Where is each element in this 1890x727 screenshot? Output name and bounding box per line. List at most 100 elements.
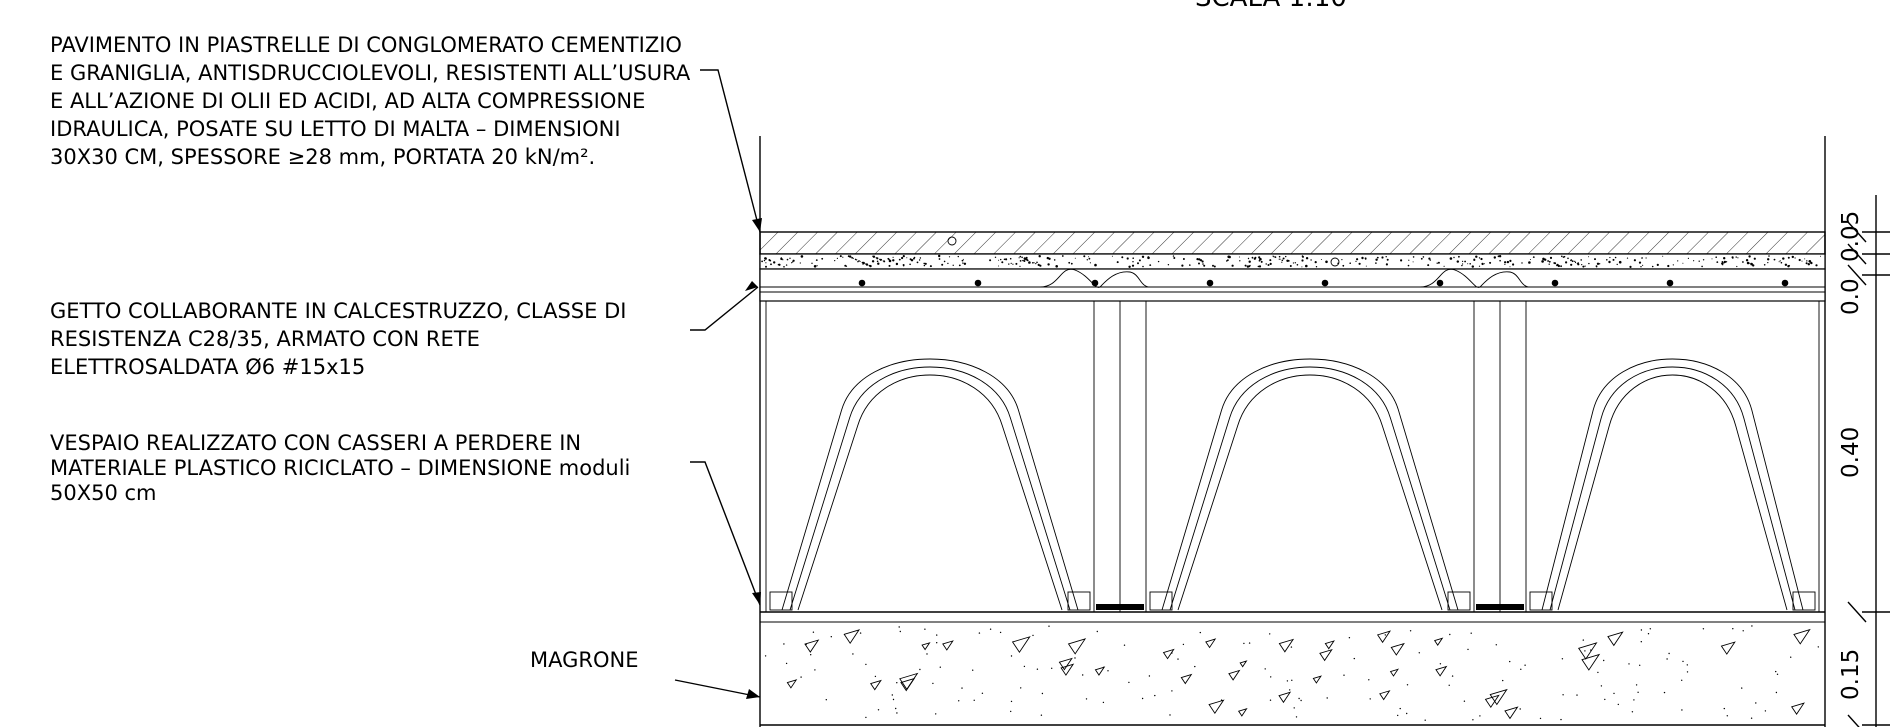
aggregate-speck — [1741, 687, 1743, 689]
mortar-speck — [1202, 263, 1204, 265]
mortar-speck — [1791, 255, 1795, 259]
mortar-speck — [1349, 262, 1351, 265]
aggregate — [1011, 636, 1031, 654]
mortar-speck — [1305, 257, 1309, 260]
mortar-speck — [1361, 256, 1364, 260]
mortar-speck — [1767, 262, 1769, 264]
aggregate-speck — [1290, 646, 1293, 648]
aggregate — [1324, 640, 1335, 650]
mortar-speck — [909, 263, 911, 266]
mortar-speck — [941, 263, 944, 266]
aggregate-speck — [919, 668, 921, 671]
mortar-speck — [1213, 265, 1216, 268]
mortar-speck — [1618, 260, 1622, 264]
mortar-speck — [892, 256, 894, 258]
aggregate-speck — [1742, 630, 1744, 632]
aggregate-speck — [1141, 697, 1144, 700]
mortar-speck — [1798, 258, 1801, 262]
mortar-speck — [1489, 261, 1492, 264]
aggregate-speck — [785, 662, 788, 665]
mortar-speck — [1248, 265, 1251, 268]
mortar-speck — [1651, 265, 1654, 268]
aggregate — [1278, 691, 1292, 704]
aggregate-speck — [865, 716, 867, 719]
mortar-speck — [1015, 262, 1018, 265]
mortar-speck — [916, 261, 919, 264]
mortar-speck — [1584, 265, 1586, 267]
aggregate-speck — [1298, 697, 1300, 700]
mortar-speck — [1267, 264, 1270, 266]
mortar-speck — [1365, 258, 1367, 260]
dim-label-0-0: 0.0 — [1838, 278, 1864, 315]
aggregate-speck — [896, 682, 898, 684]
aggregate-speck — [859, 632, 862, 634]
mortar-speck — [1047, 263, 1050, 266]
mortar-speck — [857, 261, 859, 263]
aggregate-speck — [1449, 633, 1451, 636]
mortar-speck — [1196, 258, 1199, 261]
dimension-line — [1847, 195, 1890, 727]
note-getto-line-3: ELETTROSALDATA Ø6 #15x15 — [50, 355, 365, 379]
aggregate-speck — [898, 626, 900, 628]
aggregate-speck — [764, 655, 767, 657]
mortar-speck — [1570, 259, 1572, 262]
note-getto: GETTO COLLABORANTE IN CALCESTRUZZO, CLAS… — [50, 299, 626, 379]
aggregate-speck — [1509, 660, 1511, 663]
mortar-speck — [1588, 262, 1590, 265]
aggregate — [870, 679, 882, 691]
mortar-speck — [1269, 262, 1272, 265]
mortar-speck — [1251, 256, 1254, 259]
mortar-speck — [1498, 255, 1502, 258]
mortar-speck — [1132, 257, 1134, 260]
note-getto-line-1: GETTO COLLABORANTE IN CALCESTRUZZO, CLAS… — [50, 299, 626, 323]
mortar-speck — [1560, 265, 1562, 268]
concrete-topping — [759, 268, 1826, 302]
aggregate-speck — [1776, 673, 1779, 675]
note-vespaio: VESPAIO REALIZZATO CON CASSERI A PERDERE… — [50, 431, 630, 505]
mortar-speck — [1436, 262, 1438, 264]
aggregate — [1228, 669, 1241, 681]
aggregate-speck — [1182, 643, 1185, 646]
aggregate-speck — [1384, 634, 1387, 636]
mortar-speck — [1723, 260, 1727, 264]
mortar-speck — [1281, 259, 1284, 262]
mortar-speck — [1310, 259, 1312, 261]
note-pavimento: PAVIMENTO IN PIASTRELLE DI CONGLOMERATO … — [50, 33, 691, 169]
aggregate-speck — [1295, 716, 1298, 718]
aggregate-speck — [1702, 628, 1705, 630]
mortar-speck — [1606, 259, 1608, 261]
mortar-speck — [1248, 260, 1251, 263]
mortar-speck — [877, 262, 880, 265]
mortar-speck — [1742, 261, 1744, 263]
aggregate — [1577, 642, 1598, 660]
mortar-speck — [947, 262, 949, 265]
floor-tile-layer — [759, 231, 1826, 255]
mortar-speck — [883, 260, 886, 263]
aggregate-speck — [1171, 652, 1173, 654]
aggregate-speck — [1726, 715, 1729, 717]
mortar-speck — [1735, 256, 1737, 258]
mortar-speck — [1672, 264, 1674, 266]
rebar-dot — [1781, 279, 1789, 287]
mortar-speck — [842, 256, 844, 258]
mortar-speck — [1260, 260, 1263, 263]
mortar-speck — [1009, 257, 1012, 260]
mortar-speck — [1609, 256, 1611, 259]
mortar-speck — [1189, 264, 1191, 266]
mortar-speck — [869, 264, 872, 268]
void-former-1 — [765, 300, 1095, 612]
aggregate-speck — [896, 712, 898, 714]
mortar-speck — [1662, 255, 1664, 257]
mortar-speck — [1541, 260, 1544, 263]
aggregate-speck — [1040, 714, 1043, 716]
mortar-speck — [1022, 259, 1024, 262]
aggregate — [1607, 631, 1624, 647]
mortar-speck — [1036, 261, 1038, 264]
aggregate-speck — [936, 634, 938, 636]
mortar-speck — [1182, 258, 1185, 260]
mortar-speck — [1427, 264, 1430, 267]
note-vespaio-line-1: VESPAIO REALIZZATO CON CASSERI A PERDERE… — [50, 431, 581, 455]
mortar-speck — [1376, 256, 1379, 259]
mortar-speck — [998, 265, 1000, 267]
mortar-speck — [1737, 257, 1739, 259]
